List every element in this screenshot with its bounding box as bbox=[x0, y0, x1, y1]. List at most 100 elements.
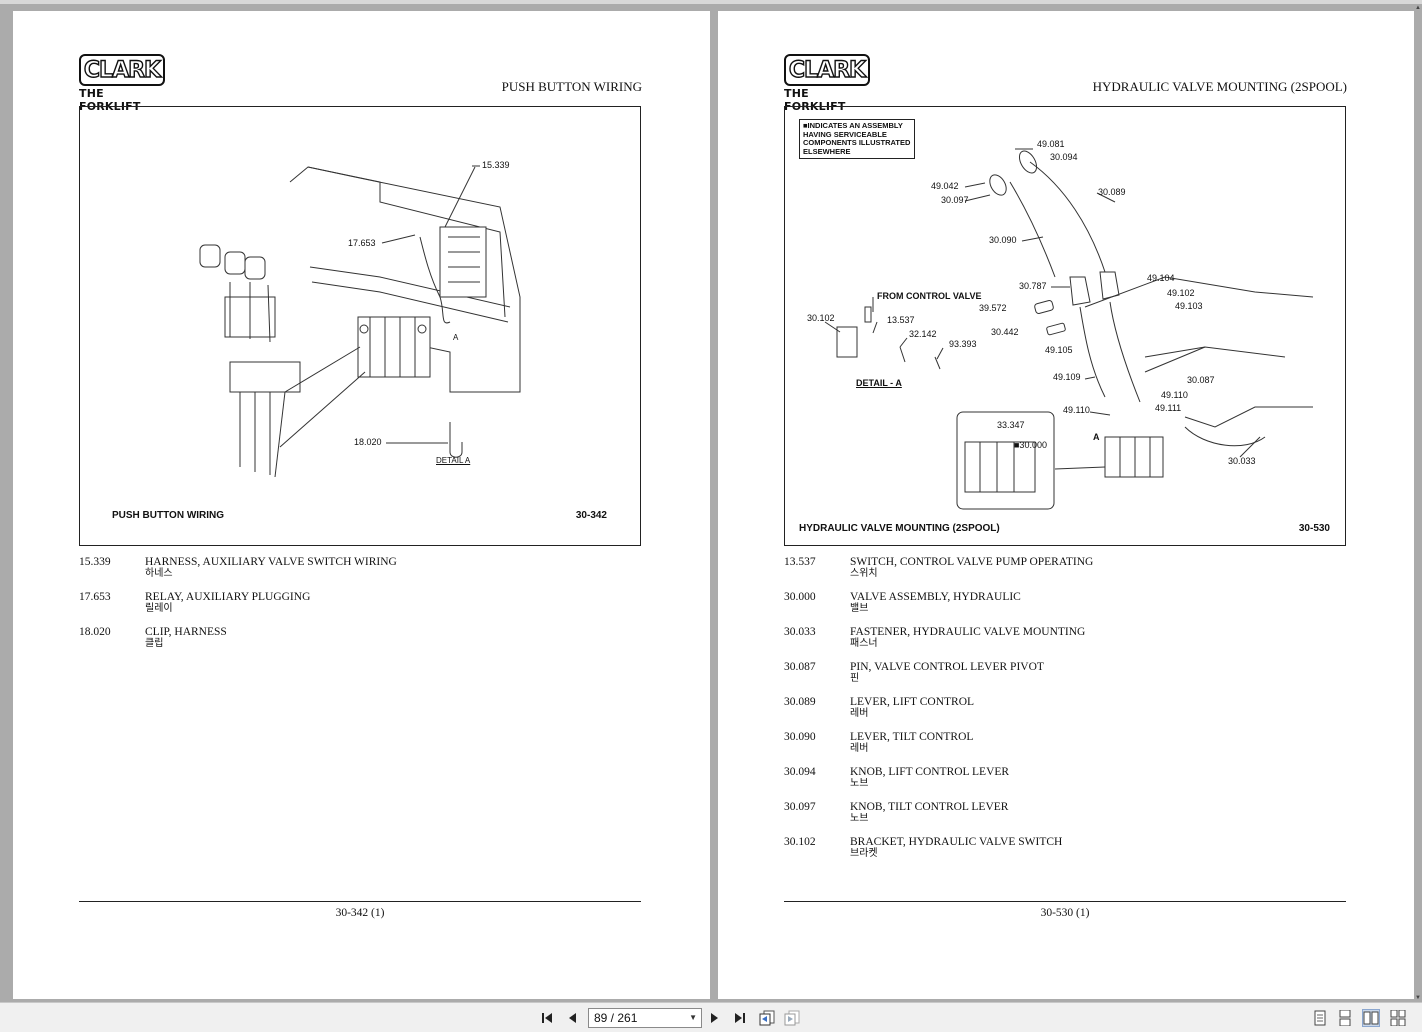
part-number: 17.653 bbox=[79, 591, 111, 603]
page-footer: 30-342 (1) bbox=[335, 907, 385, 919]
part-description-korean: 레버 bbox=[850, 743, 869, 754]
callout-15339: 15.339 bbox=[482, 160, 510, 170]
prev-page-icon[interactable] bbox=[563, 1009, 581, 1027]
part-description: FASTENER, HYDRAULIC VALVE MOUNTING bbox=[850, 626, 1086, 638]
part-number: 30.033 bbox=[784, 626, 816, 638]
part-description: KNOB, TILT CONTROL LEVER bbox=[850, 801, 1009, 813]
part-description: PIN, VALVE CONTROL LEVER PIVOT bbox=[850, 661, 1044, 673]
callout-93393: 93.393 bbox=[949, 339, 977, 349]
part-description: HARNESS, AUXILIARY VALVE SWITCH WIRING bbox=[145, 556, 397, 568]
first-page-icon[interactable] bbox=[539, 1009, 557, 1027]
part-description: RELAY, AUXILIARY PLUGGING bbox=[145, 591, 311, 603]
callout-49081: 49.081 bbox=[1037, 139, 1065, 149]
callout-49110: 49.110 bbox=[1161, 390, 1188, 400]
navigation-toolbar: 89 / 261 ▼ bbox=[0, 1002, 1422, 1032]
part-description-korean: 밸브 bbox=[850, 603, 869, 614]
footer-rule bbox=[79, 901, 641, 902]
scroll-down-icon[interactable]: ▼ bbox=[1415, 995, 1421, 1001]
part-number: 30.094 bbox=[784, 766, 816, 778]
callout-30089: 30.089 bbox=[1098, 187, 1126, 197]
detail-a-label: DETAIL A bbox=[436, 456, 471, 465]
callout-49042: 49.042 bbox=[931, 181, 959, 191]
push-button-wiring-drawing bbox=[199, 165, 521, 478]
scroll-up-icon[interactable]: ▲ bbox=[1415, 5, 1421, 11]
callout-30090: 30.090 bbox=[989, 235, 1017, 245]
callout-30087: 30.087 bbox=[1187, 375, 1215, 385]
next-view-icon[interactable] bbox=[783, 1009, 801, 1027]
single-page-icon[interactable] bbox=[1311, 1009, 1329, 1027]
last-page-icon[interactable] bbox=[731, 1009, 749, 1027]
figure-push-button-wiring: 15.339 17.653 18.020 A DETAIL A PUSH BUT… bbox=[79, 106, 641, 546]
logo-wordmark: CLARK bbox=[784, 54, 870, 86]
part-number: 30.090 bbox=[784, 731, 816, 743]
figure-hydraulic-valve-mounting: ■INDICATES AN ASSEMBLY HAVING SERVICEABL… bbox=[784, 106, 1346, 546]
from-control-valve-label: FROM CONTROL VALVE bbox=[877, 291, 982, 301]
list-item: 15.339 HARNESS, AUXILIARY VALVE SWITCH W… bbox=[79, 556, 639, 591]
callout-13537: 13.537 bbox=[887, 315, 915, 325]
logo-tagline: THE FORKLIFT bbox=[784, 87, 846, 113]
callout-18020: 18.020 bbox=[354, 437, 382, 447]
part-description-korean: 릴레이 bbox=[145, 603, 173, 614]
clark-logo: CLARK THE FORKLIFT bbox=[784, 54, 870, 113]
part-description-korean: 핀 bbox=[850, 673, 860, 684]
figure-caption: HYDRAULIC VALVE MOUNTING (2SPOOL) bbox=[799, 523, 1000, 534]
chevron-down-icon[interactable]: ▼ bbox=[689, 1013, 697, 1022]
callout-30094: 30.094 bbox=[1050, 152, 1078, 162]
part-description: LEVER, TILT CONTROL bbox=[850, 731, 974, 743]
detail-a-label: DETAIL - A bbox=[856, 378, 902, 388]
pdf-page-right: CLARK THE FORKLIFT HYDRAULIC VALVE MOUNT… bbox=[718, 11, 1415, 999]
page-indicator: 89 / 261 bbox=[594, 1011, 638, 1025]
part-description-korean: 패스너 bbox=[850, 638, 878, 649]
parts-list: 13.537 SWITCH, CONTROL VALVE PUMP OPERATI… bbox=[784, 556, 1344, 871]
part-number: 18.020 bbox=[79, 626, 111, 638]
part-description: LEVER, LIFT CONTROL bbox=[850, 696, 975, 708]
document-viewport[interactable]: CLARK THE FORKLIFT PUSH BUTTON WIRING bbox=[0, 4, 1422, 1002]
list-item: 13.537 SWITCH, CONTROL VALVE PUMP OPERATI… bbox=[784, 556, 1344, 591]
part-description-korean: 노브 bbox=[850, 813, 869, 824]
two-page-icon[interactable] bbox=[1362, 1009, 1380, 1027]
page-number-input[interactable]: 89 / 261 ▼ bbox=[588, 1008, 702, 1028]
callout-30102: 30.102 bbox=[807, 313, 835, 323]
vertical-scrollbar[interactable]: ▲ ▼ bbox=[1414, 4, 1422, 1002]
page-title: HYDRAULIC VALVE MOUNTING (2SPOOL) bbox=[1092, 79, 1347, 94]
continuous-icon[interactable] bbox=[1336, 1009, 1354, 1027]
part-number: 13.537 bbox=[784, 556, 816, 568]
footer-rule bbox=[784, 901, 1346, 902]
part-number: 30.000 bbox=[784, 591, 816, 603]
next-page-icon[interactable] bbox=[706, 1009, 724, 1027]
part-description: SWITCH, CONTROL VALVE PUMP OPERATING bbox=[850, 556, 1094, 568]
callout-33347: 33.347 bbox=[997, 420, 1025, 430]
logo-wordmark: CLARK bbox=[79, 54, 165, 86]
prev-view-icon[interactable] bbox=[758, 1009, 776, 1027]
figure-number: 30-342 bbox=[575, 510, 607, 521]
part-description: VALVE ASSEMBLY, HYDRAULIC bbox=[850, 591, 1021, 603]
callout-detail-a-marker: A bbox=[453, 333, 459, 342]
part-number: 30.102 bbox=[784, 836, 816, 848]
callout-49105: 49.105 bbox=[1045, 345, 1073, 355]
list-item: 30.033 FASTENER, HYDRAULIC VALVE MOUNTING… bbox=[784, 626, 1344, 661]
window-top-edge bbox=[0, 0, 1422, 4]
figure-number: 30-530 bbox=[1298, 523, 1330, 534]
part-description-korean: 노브 bbox=[850, 778, 869, 789]
part-description-korean: 스위치 bbox=[850, 568, 878, 579]
callout-30033: 30.033 bbox=[1228, 456, 1256, 466]
two-page-continuous-icon[interactable] bbox=[1389, 1009, 1407, 1027]
callout-49111: 49.111 bbox=[1155, 403, 1182, 413]
callout-49110b: 49.110 bbox=[1063, 405, 1090, 415]
figure-caption: PUSH BUTTON WIRING bbox=[112, 510, 225, 521]
callout-30787: 30.787 bbox=[1019, 281, 1047, 291]
clark-logo: CLARK THE FORKLIFT bbox=[79, 54, 165, 113]
part-description-korean: 하네스 bbox=[145, 568, 173, 579]
pdf-page-left: CLARK THE FORKLIFT PUSH BUTTON WIRING bbox=[13, 11, 710, 999]
part-description-korean: 브라켓 bbox=[850, 848, 878, 859]
callout-30000: ■30.000 bbox=[1014, 440, 1047, 450]
callout-32142: 32.142 bbox=[909, 329, 937, 339]
part-description-korean: 클립 bbox=[145, 638, 164, 649]
callout-49104: 49.104 bbox=[1147, 273, 1175, 283]
callout-detail-a-marker: A bbox=[1093, 432, 1100, 442]
